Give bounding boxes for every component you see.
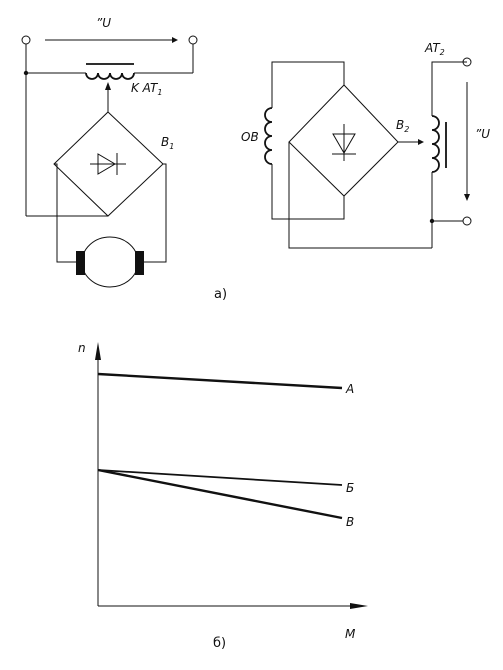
motor-brush-right: [135, 251, 144, 275]
x-axis-arrowhead: [350, 603, 368, 609]
diode-icon-b2: [332, 133, 356, 154]
transformer-label-at2: AT2: [424, 41, 445, 57]
y-axis-label: n: [78, 341, 86, 355]
field-winding-label: OB: [241, 130, 259, 144]
curve-label-a: A: [345, 382, 354, 396]
voltage-label-b: ”U: [475, 127, 490, 141]
curve-label-b-cyr: Б: [346, 481, 354, 495]
field-winding-ob: [264, 107, 273, 165]
bridge-rectifier-b2: [288, 84, 399, 197]
x-axis-label: M: [345, 627, 356, 641]
voltage-label-a: ”U: [96, 16, 111, 30]
autotransformer-winding-at2: [431, 115, 440, 173]
circuit-a: ”U K AT1 B1 a): [21, 16, 227, 302]
circuit-b: OB B2 AT2 ”U: [241, 41, 490, 249]
diode-icon: [97, 153, 116, 175]
bridge-label-b1: B1: [161, 135, 174, 151]
terminal-left: [21, 35, 31, 45]
slider-arrowhead: [105, 82, 111, 90]
caption-a: a): [214, 287, 227, 302]
curve-a: [97, 372, 343, 390]
autotransformer-winding: [85, 72, 135, 80]
terminal-bottom-b: [462, 216, 472, 226]
voltage-arrowhead-b: [464, 194, 470, 201]
curve-label-v: B: [346, 515, 354, 529]
motor-brush-left: [76, 251, 85, 275]
bridge-label-b2: B2: [396, 118, 409, 134]
voltage-arrowhead: [172, 37, 178, 43]
caption-b: б): [213, 636, 226, 651]
characteristic-graph: n M A Б B б): [78, 341, 368, 651]
y-axis-arrowhead: [95, 342, 101, 360]
curve-v: [97, 468, 343, 520]
transformer-label-a: K AT1: [131, 81, 162, 97]
terminal-top-b: [462, 57, 472, 67]
terminal-right: [188, 35, 198, 45]
motor-armature-icon: [81, 236, 139, 288]
curve-b-cyr: [97, 469, 343, 486]
tap-arrowhead: [418, 139, 424, 145]
